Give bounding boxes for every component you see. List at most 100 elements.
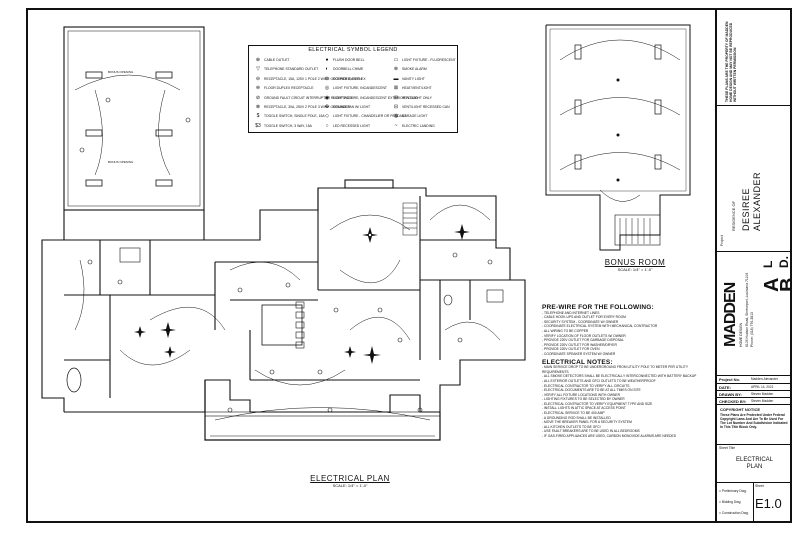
note-item: - LIGHTING FIXTURES TO BE SELECTED BY OW… bbox=[542, 397, 625, 402]
legend-item: ⊠HEAT/VENT/LIGHT bbox=[393, 85, 432, 91]
note-item: - ELECTRICAL CONTRACTOR TO VERIFY EQUIPM… bbox=[542, 401, 653, 406]
prewire-item: - COORDINATE SPEAKER SYSTEM W/ OWNER bbox=[542, 351, 616, 356]
legend-item: ◇ LIGHT FIXTURE - CHANDELIER OR PENDANT bbox=[324, 113, 406, 119]
legend-title: ELECTRICAL SYMBOL LEGEND bbox=[308, 47, 398, 53]
legend-symbol-icon: ⊘ bbox=[255, 94, 261, 101]
status-bidding-label: Bidding Dwg. bbox=[721, 500, 742, 504]
legend-label: DOORBELL CHIME bbox=[333, 67, 364, 72]
copyright-text: These Plans Are Protected Under Federal … bbox=[720, 413, 788, 429]
legend-item: ◍GARAGE LIGHT bbox=[393, 113, 428, 120]
notes-list: - MAIN SERVICE DROP TO BE UNDERGROUND FR… bbox=[542, 365, 710, 439]
legend-label: CEILING FAN W/ LIGHT bbox=[333, 105, 371, 109]
copyright-title: COPYRIGHT NOTICE bbox=[720, 407, 761, 412]
legend-item: ⊞VENT/LIGHT ONLY bbox=[393, 95, 432, 101]
copyright-cell: COPYRIGHT NOTICE These Plans Are Protect… bbox=[717, 405, 792, 445]
room-label-left-mid: BONUS OPENING bbox=[108, 160, 134, 164]
legend-label: VENT/LIGHT RECESSED CAN bbox=[402, 105, 450, 109]
legend-symbol-icon: ● bbox=[325, 57, 329, 63]
company-cell: MADDEN HOME DESIGN 6105 Hudson Road, Shr… bbox=[717, 252, 792, 376]
legend-label: COPPER SWITCH bbox=[333, 76, 362, 81]
sheet-title-label: Sheet Title bbox=[719, 446, 736, 450]
project-label: Project bbox=[720, 235, 724, 246]
legend-item: ▬VANITY LIGHT bbox=[393, 76, 425, 82]
electrical-symbol-legend: ELECTRICAL SYMBOL LEGEND ⊕CABLE OUTLET▽T… bbox=[248, 45, 458, 133]
note-item: - USE FAULT BREAKERS ARE TO BE USED IN A… bbox=[542, 429, 640, 434]
drawn-value: Steven Madden bbox=[751, 392, 774, 396]
disclaimer-text: THESE PLANS ARE THE PROPERTY OF MADDEN H… bbox=[725, 21, 737, 102]
status-preliminary-label: Preliminary Dwg. bbox=[721, 489, 747, 493]
prewire-item: - CABLE HOOK-UPS AND OUTLET FOR EVERY RO… bbox=[542, 315, 626, 320]
project-no-row: Project No. Madden-Alexander bbox=[717, 376, 792, 384]
prewire-item: - SECURITY SYSTEM - COORDINATE W/ OWNER bbox=[542, 319, 619, 324]
prewire-item: - PROVIDE 220V OUTLET FOR WASHER/DRYER bbox=[542, 342, 617, 347]
drawn-row: DRAWN BY: Steven Madden bbox=[717, 391, 792, 398]
legend-symbol-icon: ◉ bbox=[324, 94, 330, 101]
prewire-item: - COORDINATE ELECTRICAL SYSTEM WITH MECH… bbox=[542, 324, 658, 329]
status-construction: □ Construction Dwg. bbox=[719, 511, 749, 515]
date-value: APRIL 14, 2021 bbox=[751, 385, 774, 389]
note-item: - MAIN SERVICE DROP TO BE UNDERGROUND FR… bbox=[542, 365, 689, 374]
legend-symbol-icon: ◇ bbox=[325, 113, 329, 120]
bonus-room-scale: SCALE: 1/4" = 1'-0" bbox=[617, 267, 653, 272]
legend-item: ⊖RECEPTACLE, 15A, 125V 1 POLE 2 WIRE GRO… bbox=[255, 76, 366, 82]
legend-label: LED RECESSED LIGHT bbox=[333, 123, 371, 128]
main-plan-caption: ELECTRICAL PLAN SCALE: 1/4" = 1'-0" bbox=[290, 474, 410, 488]
logo-letter-b: B bbox=[777, 278, 792, 292]
checked-value: Steven Madden bbox=[751, 399, 774, 403]
status-preliminary: □ Preliminary Dwg. bbox=[719, 489, 747, 493]
legend-symbol-icon: ⊖ bbox=[255, 75, 261, 82]
room-label-left-top: BONUS OPENING bbox=[108, 70, 134, 74]
legend-item: ○LED RECESSED LIGHT bbox=[324, 123, 370, 129]
legend-symbol-icon: ⊜ bbox=[255, 85, 261, 92]
drawing-sheet-border bbox=[26, 8, 792, 523]
note-item: - ALL EXTERIOR OUTLETS AND GFCI OUTLETS … bbox=[542, 378, 656, 383]
logo-letter-l: L bbox=[761, 260, 775, 268]
legend-symbol-icon: ⊕ bbox=[255, 57, 261, 63]
legend-item: ⊜FLOOR DUPLEX RECEPTACLE bbox=[255, 85, 314, 91]
legend-label: TOGGLE SWITCH, 3 WAY, 15A bbox=[264, 123, 312, 128]
prewire-title: PRE-WIRE FOR THE FOLLOWING: bbox=[542, 304, 654, 311]
prewire-item: - PROVIDE 220V OUTLET FOR OVEN bbox=[542, 347, 600, 352]
legend-label: SMOKE ALARM bbox=[402, 67, 427, 72]
legend-label: LIGHT FIXTURE - CHANDELIER OR PENDANT bbox=[333, 114, 407, 119]
note-item: - VERIFY ALL FIXTURE LOCATIONS WITH OWNE… bbox=[542, 392, 620, 397]
company-phone: Phone: (318) 776-3813 bbox=[750, 312, 754, 347]
legend-item: ✣CEILING FAN W/ LIGHT bbox=[324, 104, 370, 110]
legend-item: ⊘GROUND FAULT CIRCUIT INTERRUPTER RECEPT… bbox=[255, 95, 353, 101]
legend-label: HEAT/VENT/LIGHT bbox=[402, 86, 432, 91]
legend-label: LIGHT FIXTURE, INCANDESCENT bbox=[333, 86, 388, 91]
legend-symbol-icon: $3 bbox=[255, 122, 261, 129]
drawn-label: DRAWN BY: bbox=[719, 392, 742, 397]
legend-symbol-icon: ▽ bbox=[256, 66, 260, 73]
sheet-title-cell: Sheet Title ELECTRICAL PLAN bbox=[717, 445, 792, 483]
legend-item: ⊛SMOKE ALARM bbox=[393, 66, 427, 72]
legend-symbol-icon: ~ bbox=[394, 122, 398, 129]
client-first-name: DESIREE bbox=[741, 187, 751, 231]
company-logo: MADDEN bbox=[722, 282, 739, 347]
prewire-list: - TELEPHONE AND INTERNET LINES- CABLE HO… bbox=[542, 311, 710, 357]
legend-symbol-icon: ⊟ bbox=[393, 104, 399, 110]
company-address: 6105 Hudson Road, Shreveport, Louisiana … bbox=[745, 272, 749, 347]
disclaimer-cell: THESE PLANS ARE THE PROPERTY OF MADDEN H… bbox=[717, 8, 792, 106]
main-plan-title: ELECTRICAL PLAN bbox=[310, 474, 390, 483]
legend-label: VANITY LIGHT bbox=[402, 76, 425, 81]
legend-symbol-icon: ◐ bbox=[325, 66, 329, 73]
status-bidding: □ Bidding Dwg. bbox=[719, 500, 742, 504]
legend-label: RECEPTACLE, 30A, 250V 2 POLE 3 WIRE GROU… bbox=[264, 105, 351, 109]
prewire-item: - VERIFY LOCATION OF FLOOR OUTLETS W/ OW… bbox=[542, 333, 626, 338]
legend-label: TELEPHONE STANDARD OUTLET bbox=[264, 67, 319, 72]
title-block: THESE PLANS ARE THE PROPERTY OF MADDEN H… bbox=[715, 8, 792, 523]
checked-row: CHECKED BY: Steven Madden bbox=[717, 398, 792, 405]
bonus-room-title: BONUS ROOM bbox=[604, 258, 666, 267]
note-item: - ALL KITCHEN OUTLETS TO BE GFCI bbox=[542, 424, 601, 429]
legend-label: LIGHT FIXTURE, INCANDESCENT EXTERIOR FLO… bbox=[333, 95, 418, 100]
legend-symbol-icon: ◍ bbox=[393, 113, 399, 120]
legend-symbol-icon: ⊗ bbox=[255, 104, 261, 110]
status-construction-label: Construction Dwg. bbox=[721, 511, 749, 515]
prewire-item: - TELEPHONE AND INTERNET LINES bbox=[542, 310, 600, 315]
legend-symbol-icon: ⊛ bbox=[393, 66, 399, 73]
legend-item: ⊗RECEPTACLE, 30A, 250V 2 POLE 3 WIRE GRO… bbox=[255, 104, 350, 110]
legend-symbol-icon: ▬ bbox=[393, 75, 399, 82]
legend-item: ~ELECTRIC LANDING bbox=[393, 123, 435, 129]
